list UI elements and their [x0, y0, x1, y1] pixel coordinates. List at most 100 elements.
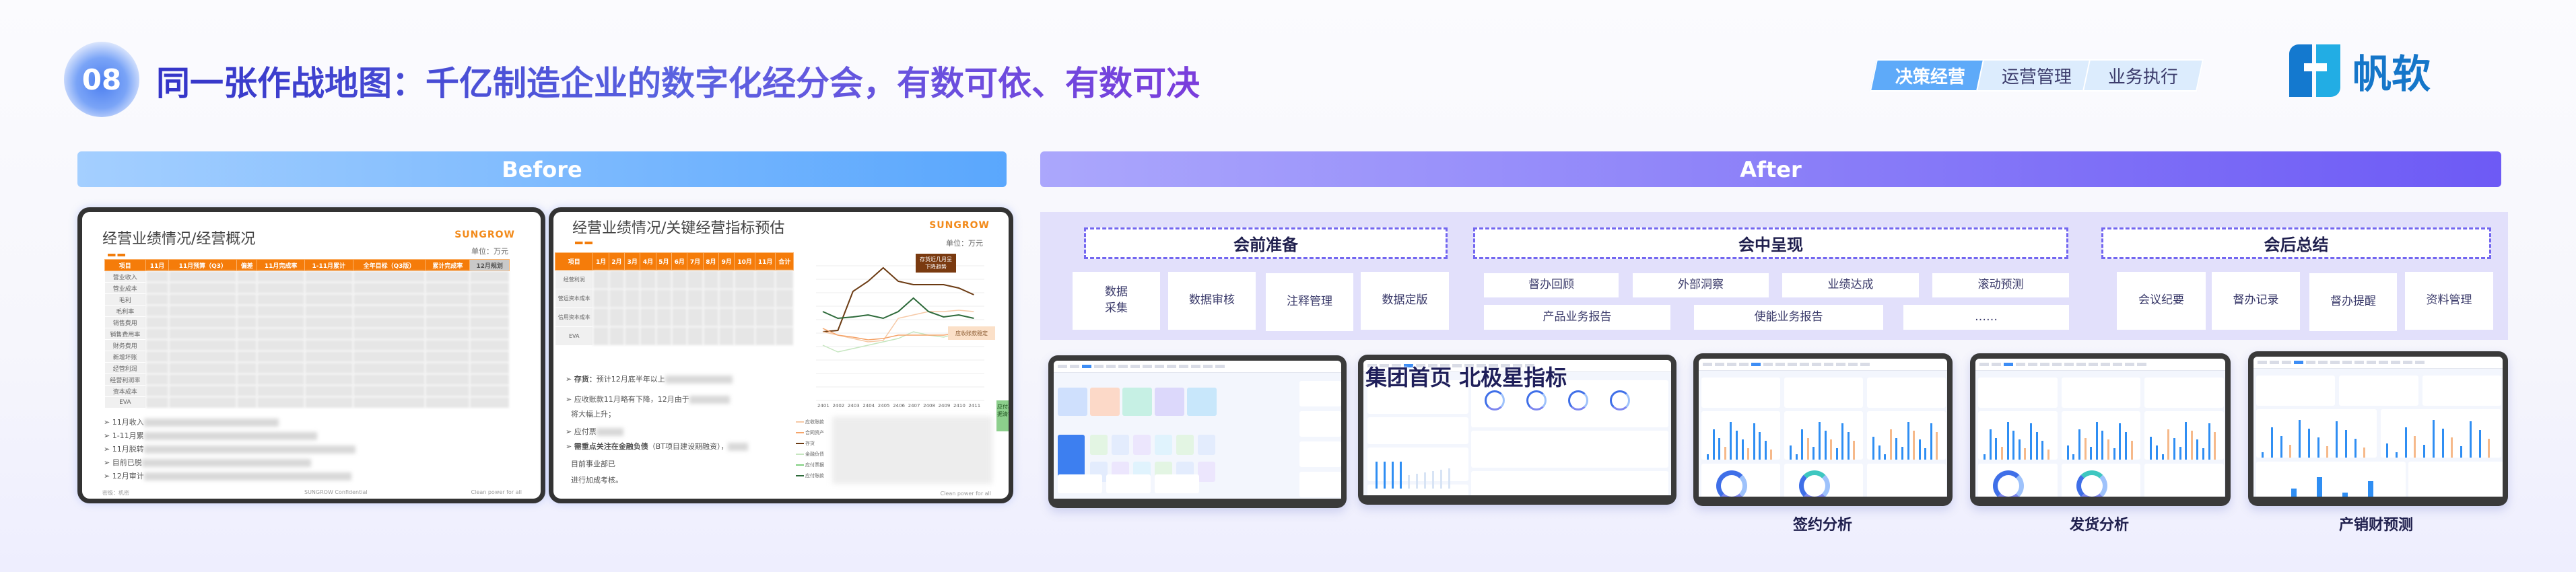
- phase-item[interactable]: 业绩达成: [1782, 273, 1919, 297]
- tab-operations[interactable]: 运营管理: [1975, 59, 2098, 92]
- chart-bar: [1930, 423, 1932, 460]
- blurred-cell: [734, 326, 755, 346]
- shortcut-card[interactable]: [1090, 388, 1120, 416]
- dashboard-screen-north-star[interactable]: [1358, 355, 1676, 505]
- blurred-cell: [592, 270, 609, 289]
- phase-item[interactable]: 资料管理: [2405, 272, 2493, 330]
- app-tile[interactable]: [1198, 435, 1215, 455]
- chart-bar: [2208, 423, 2210, 460]
- dashboard-screen-forecast[interactable]: [2248, 351, 2508, 506]
- chart-bar: [2185, 422, 2188, 460]
- phase-item[interactable]: 督办提醒: [2309, 273, 2397, 331]
- chart-bar: [2012, 431, 2015, 460]
- chart-bar: [1801, 429, 1804, 460]
- chart-bar: [1895, 438, 1898, 460]
- bullet-item: ➢ 1-11月累: [104, 430, 317, 441]
- shortcut-card[interactable]: [1187, 388, 1217, 416]
- bullet-text: 目前已脱: [112, 458, 142, 467]
- nav-tab: [2403, 361, 2412, 364]
- blurred-cell: [257, 373, 305, 386]
- series-line: [822, 266, 974, 332]
- phase-item[interactable]: 数据定版: [1361, 272, 1449, 330]
- phase-in-meeting: 会中呈现: [1473, 227, 2068, 259]
- blurred-cell: [425, 316, 471, 328]
- bullet-text: 应收账款11月略有下降，12月由于: [574, 395, 689, 404]
- blurred-cell: [718, 270, 735, 289]
- nav-tab: [1179, 365, 1188, 368]
- chart-bar: [2289, 445, 2292, 458]
- phase-item[interactable]: 外部洞察: [1633, 273, 1769, 297]
- phase-item[interactable]: 督办回顾: [1484, 273, 1619, 297]
- blurred-cell: [425, 305, 471, 317]
- nav-tab: [2367, 361, 2376, 364]
- dashboard-screen-home[interactable]: [1048, 355, 1347, 508]
- shortcut-card[interactable]: [1122, 388, 1152, 416]
- phase-item[interactable]: 会议纪要: [2117, 272, 2206, 330]
- chart-bar: [2307, 429, 2310, 458]
- app-tile[interactable]: [1133, 435, 1151, 455]
- bullet-text: 应付票: [574, 427, 597, 436]
- blurred-cell: [469, 328, 510, 340]
- chart-bar: [1770, 450, 1773, 460]
- blurred-cell: [702, 326, 720, 346]
- nav-tab: [1763, 363, 1773, 366]
- blurred-cell: [145, 385, 170, 397]
- blurred-cell: [168, 282, 238, 294]
- blurred-cell: [624, 270, 641, 289]
- before-header: Before: [77, 151, 1007, 187]
- tab-execution[interactable]: 业务执行: [2082, 59, 2204, 92]
- nav-tab: [2391, 361, 2400, 364]
- donut-card: [1784, 464, 1863, 497]
- blurred-cell: [640, 270, 656, 289]
- phase-item[interactable]: 督办记录: [2212, 272, 2300, 330]
- app-tile[interactable]: [1112, 435, 1129, 455]
- nav-tab: [1525, 364, 1534, 367]
- x-tick-label: 2408: [923, 403, 935, 408]
- kpi-card: [2061, 378, 2141, 408]
- table-row: 新增坏账: [104, 351, 510, 363]
- phase-item[interactable]: 使能业务报告: [1694, 305, 1883, 330]
- bullet-item: 进行加成考核。: [571, 474, 623, 485]
- app-tile[interactable]: [1155, 435, 1172, 455]
- nav-tab: [2415, 361, 2425, 364]
- app-tile[interactable]: [1090, 435, 1108, 455]
- dashboard-screen-contract[interactable]: [1693, 353, 1953, 506]
- blurred-cell: [592, 289, 609, 308]
- bullet-arrow-icon: ➢: [104, 418, 112, 427]
- shortcut-card[interactable]: [1058, 388, 1087, 416]
- shortcut-card[interactable]: [1155, 388, 1184, 416]
- nav-tab: [1367, 364, 1377, 367]
- phase-item[interactable]: 滚动预测: [1932, 273, 2069, 297]
- blurred-cell: [352, 328, 426, 340]
- x-tick-label: 2411: [968, 403, 980, 408]
- bullet-item: 将大幅上升；: [571, 408, 615, 419]
- phase-item[interactable]: ……: [1903, 305, 2069, 330]
- blurred-cell: [304, 328, 353, 340]
- column-header: 累计完成率: [425, 259, 471, 271]
- phase-item[interactable]: 注释管理: [1266, 273, 1353, 331]
- chart-bar: [1712, 429, 1715, 460]
- chart-bar: [1995, 438, 1998, 460]
- blurred-cell: [352, 385, 426, 397]
- blurred-cell: [168, 305, 238, 317]
- blurred-cell: [754, 289, 776, 308]
- nav-tab: [1979, 363, 1989, 366]
- app-tile[interactable]: [1198, 462, 1215, 482]
- bar-chart-card: [1784, 411, 1863, 460]
- phase-item[interactable]: 数据审核: [1168, 272, 1256, 330]
- blurred-cell: [734, 289, 755, 308]
- blurred-cell: [592, 308, 609, 327]
- chart-bar: [2395, 452, 2398, 458]
- dashboard-screen-shipment[interactable]: [1970, 353, 2231, 506]
- blurred-cell: [168, 271, 238, 283]
- phase-item[interactable]: 产品业务报告: [1484, 305, 1670, 330]
- app-tile[interactable]: [1176, 435, 1194, 455]
- tab-decision[interactable]: 决策经营: [1869, 59, 1992, 92]
- nav-tab: [1452, 364, 1462, 367]
- blurred-cell: [168, 362, 238, 374]
- phase-item[interactable]: 数据 采集: [1073, 272, 1160, 330]
- screen-header: [2253, 357, 2503, 369]
- x-tick-label: 2404: [862, 403, 875, 408]
